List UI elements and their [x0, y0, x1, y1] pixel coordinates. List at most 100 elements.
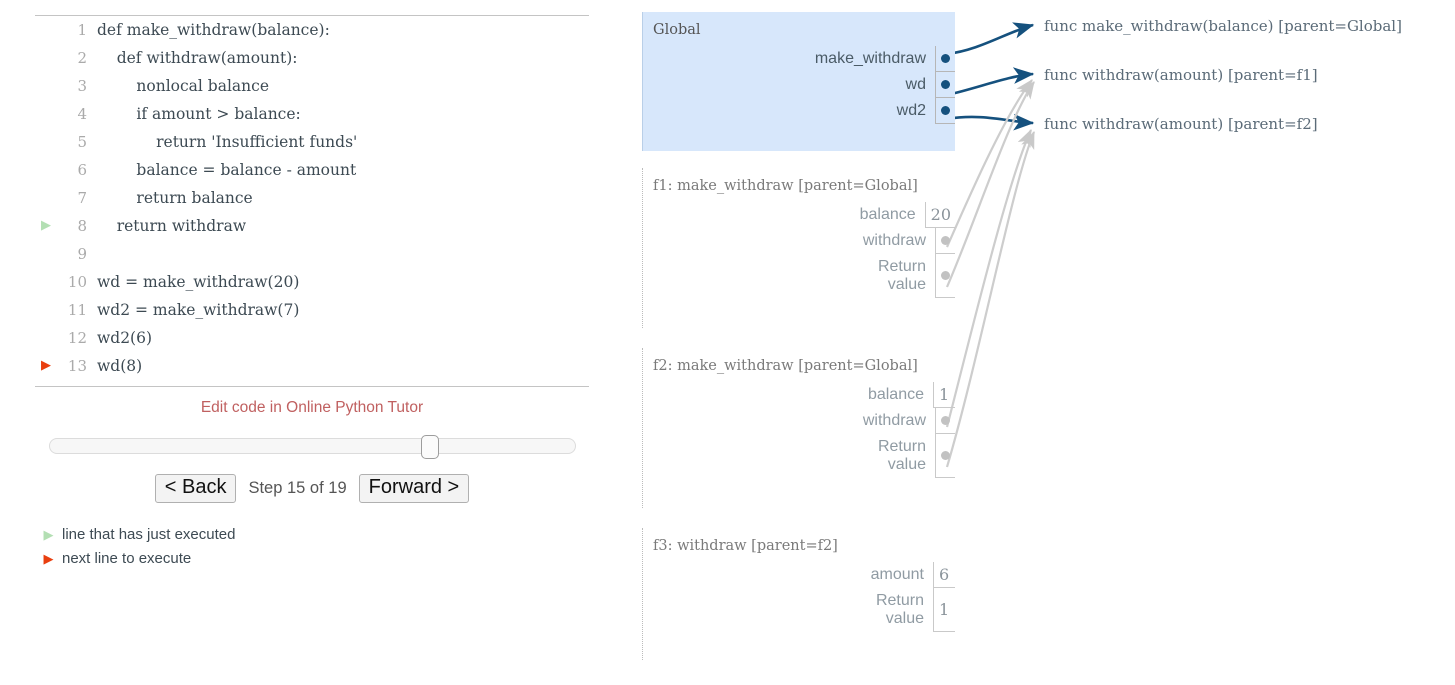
- pointer-dot-icon: [941, 236, 950, 245]
- variable-row: wd: [652, 72, 955, 98]
- variable-value: [935, 408, 955, 434]
- code-line-number: 13: [67, 357, 87, 375]
- code-line-text: return 'Insufficient funds': [97, 133, 358, 151]
- step-controls: < Back Step 15 of 19 Forward >: [35, 474, 589, 503]
- code-line-text: wd(8): [97, 357, 143, 375]
- code-display: 1 def make_withdraw(balance): 2 def withdr…: [35, 15, 589, 387]
- back-button[interactable]: < Back: [154, 474, 237, 503]
- code-line-number: 4: [77, 105, 87, 123]
- code-line-number: 9: [77, 245, 87, 263]
- frame-title: f3: withdraw [parent=f2]: [653, 538, 838, 554]
- code-line-number: 12: [67, 329, 87, 347]
- code-line[interactable]: ▶ 8 return withdraw: [35, 212, 589, 240]
- variable-value: 6: [933, 562, 955, 588]
- frame-title: f2: make_withdraw [parent=Global]: [653, 358, 918, 374]
- code-line-number: 8: [77, 217, 87, 235]
- variable-row: Return value: [652, 254, 955, 298]
- heap-object-withdraw-f1: func withdraw(amount) [parent=f1]: [1044, 66, 1318, 84]
- code-line[interactable]: ▶ 13 wd(8): [35, 352, 589, 380]
- legend-executed-line: ▶ line that has just executed: [35, 526, 236, 543]
- pointer-dot-icon: [941, 451, 950, 460]
- step-slider-track[interactable]: [49, 438, 576, 454]
- variable-name: balance: [867, 385, 924, 403]
- next-line-arrow-icon: ▶: [41, 358, 51, 373]
- code-line-text: nonlocal balance: [97, 77, 270, 95]
- code-line-list: 1 def make_withdraw(balance): 2 def withdr…: [35, 16, 589, 380]
- legend-next-label: next line to execute: [62, 550, 192, 567]
- variable-value: 20: [924, 202, 955, 228]
- variable-row: Return value: [652, 434, 955, 478]
- code-line-text: return balance: [97, 189, 253, 207]
- code-line-text: if amount > balance:: [97, 105, 301, 123]
- heap-object-withdraw-f2: func withdraw(amount) [parent=f2]: [1044, 115, 1318, 133]
- variable-value: [935, 72, 955, 98]
- code-line-text: balance = balance - amount: [97, 161, 357, 179]
- pointer-dot-icon: [941, 54, 950, 63]
- code-line[interactable]: 11 wd2 = make_withdraw(7): [35, 296, 589, 324]
- variable-name: withdraw: [862, 411, 926, 429]
- variable-value: 1: [933, 382, 955, 408]
- code-line[interactable]: 2 def withdraw(amount):: [35, 44, 589, 72]
- variable-value: [935, 228, 955, 254]
- code-line[interactable]: 9: [35, 240, 589, 268]
- forward-button[interactable]: Forward >: [358, 474, 470, 503]
- code-line-text: wd = make_withdraw(20): [97, 273, 300, 291]
- code-line-text: def make_withdraw(balance):: [97, 21, 330, 39]
- code-line[interactable]: 6 balance = balance - amount: [35, 156, 589, 184]
- executed-arrow-icon: ▶: [43, 526, 54, 542]
- frame-title: f1: make_withdraw [parent=Global]: [653, 178, 918, 194]
- variable-value: [935, 46, 955, 72]
- variable-name: balance: [859, 205, 916, 223]
- code-line-text: return withdraw: [97, 217, 247, 235]
- variable-row: make_withdraw: [652, 46, 955, 72]
- heap-object-make-withdraw: func make_withdraw(balance) [parent=Glob…: [1044, 17, 1402, 35]
- code-line-text: wd2(6): [97, 329, 153, 347]
- code-line-number: 3: [77, 77, 87, 95]
- variable-value: [935, 98, 955, 124]
- legend-next-line: ▶ next line to execute: [35, 550, 192, 567]
- variable-value: [935, 434, 955, 478]
- variable-name: wd: [905, 75, 926, 93]
- variable-name: Return value: [877, 257, 926, 293]
- variable-name: Return value: [875, 591, 924, 627]
- edit-code-link[interactable]: Edit code in Online Python Tutor: [200, 399, 424, 416]
- code-top-divider: [35, 15, 589, 16]
- variable-name: make_withdraw: [814, 49, 926, 67]
- code-line-number: 11: [67, 301, 87, 319]
- code-line[interactable]: 5 return 'Insufficient funds': [35, 128, 589, 156]
- variable-name: wd2: [896, 101, 926, 119]
- code-line-number: 10: [67, 273, 87, 291]
- code-line[interactable]: 10 wd = make_withdraw(20): [35, 268, 589, 296]
- frame-title: Global: [653, 22, 701, 38]
- variable-value: 1: [933, 588, 955, 632]
- code-line[interactable]: 3 nonlocal balance: [35, 72, 589, 100]
- code-line[interactable]: 4 if amount > balance:: [35, 100, 589, 128]
- code-line[interactable]: 12 wd2(6): [35, 324, 589, 352]
- code-line-text: wd2 = make_withdraw(7): [97, 301, 300, 319]
- variable-row: wd2: [652, 98, 955, 124]
- pointer-dot-icon: [941, 271, 950, 280]
- step-slider[interactable]: [49, 435, 578, 459]
- code-bottom-divider: [35, 386, 589, 387]
- variable-name: amount: [870, 565, 924, 583]
- code-line-number: 5: [77, 133, 87, 151]
- step-slider-handle[interactable]: [420, 435, 439, 459]
- pointer-dot-icon: [941, 416, 950, 425]
- executed-line-arrow-icon: ▶: [41, 218, 51, 233]
- pointer-dot-icon: [941, 80, 950, 89]
- code-line[interactable]: 7 return balance: [35, 184, 589, 212]
- variable-value: [935, 254, 955, 298]
- stack-frame-f1: f1: make_withdraw [parent=Global] balanc…: [642, 168, 955, 328]
- code-line-number: 6: [77, 161, 87, 179]
- code-line[interactable]: 1 def make_withdraw(balance):: [35, 16, 589, 44]
- next-arrow-icon: ▶: [43, 550, 54, 566]
- variable-row: withdraw: [652, 408, 955, 434]
- code-line-number: 1: [77, 21, 87, 39]
